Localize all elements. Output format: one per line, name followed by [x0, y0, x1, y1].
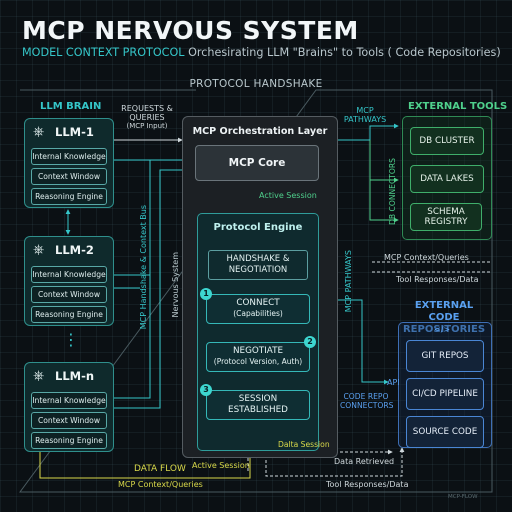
active-session-label: Active Session — [259, 191, 317, 200]
requests-label: REQUESTS & QUERIES (MCP Input) — [114, 104, 180, 130]
mcp-pathways-top-line-1: MCP — [356, 106, 374, 115]
cicd-pipeline-box[interactable]: CI/CD PIPELINE — [406, 378, 484, 410]
handshake-line-1: HANDSHAKE & — [226, 254, 290, 264]
requests-line-3: (MCP Input) — [126, 122, 168, 131]
protocol-handshake-label: PROTOCOL HANDSHAKE — [189, 78, 323, 90]
db-connectors-label: DB CONNECTORS — [388, 158, 397, 225]
handshake-line-2: NEGOTIATION — [228, 264, 288, 275]
step-session[interactable]: SESSION ESTABLISHED — [206, 390, 310, 420]
source-code-box[interactable]: SOURCE CODE — [406, 416, 484, 448]
data-flow-label: DATA FLOW — [134, 464, 186, 474]
mcp-pathways-top-label: MCP PATHWAYS — [340, 106, 390, 124]
openai-knot-icon: ⎈ — [33, 368, 45, 384]
data-retrieved-label: Data Retrieved — [334, 457, 395, 466]
external-code-heading-1: EXTERNAL CODE — [414, 300, 474, 323]
requests-line-1: REQUESTS & — [121, 104, 173, 113]
schema-registry-box[interactable]: SCHEMA REGISTRY — [410, 203, 482, 231]
handshake-negotiation-box: HANDSHAKE & NEGOTIATION — [208, 250, 308, 280]
step-negotiate-title: NEGOTIATE — [232, 346, 284, 356]
db-cluster-box[interactable]: DB CLUSTER — [410, 127, 484, 155]
llm-2-internal-knowledge: Internal Knowledge — [31, 266, 107, 283]
orchestration-layer: MCP Orchestration Layer MCP Core Active … — [182, 116, 338, 458]
protocol-engine: Protocol Engine HANDSHAKE & NEGOTIATION … — [197, 213, 319, 451]
step-1-badge: 1 — [200, 288, 212, 300]
tool-responses-bottom: Tool Responses/Data — [326, 480, 409, 489]
openai-knot-icon: ⎈ — [33, 124, 45, 140]
llm-1-panel[interactable]: ⎈ LLM-1 Internal Knowledge Context Windo… — [24, 118, 114, 208]
mcp-context-queries-right: MCP Context/Queries — [384, 253, 469, 262]
llm-2-context-window: Context Window — [31, 286, 107, 303]
llm-brain-heading: LLM BRAIN — [40, 101, 102, 112]
llm-n-reasoning-engine: Reasoning Engine — [31, 432, 107, 449]
ellipsis: ⋮ — [63, 330, 79, 349]
step-session-title: SESSION — [238, 394, 278, 404]
step-2-badge: 2 — [304, 336, 316, 348]
handshake-frame — [19, 89, 493, 493]
llm-2-panel[interactable]: ⎈ LLM-2 Internal Knowledge Context Windo… — [24, 236, 114, 326]
step-connect[interactable]: CONNECT (Capabilities) — [206, 294, 310, 324]
code-repo-connectors-line-1: CODE REPO — [343, 392, 389, 401]
step-negotiate-detail: (Protocol Version, Auth) — [213, 356, 303, 366]
mcp-context-queries-bottom: MCP Context/Queries — [118, 480, 203, 489]
code-brackets-icon: </> — [434, 325, 451, 334]
watermark: MCP-FLOW — [448, 494, 478, 500]
nervous-system-label: Nervous System — [171, 252, 180, 318]
mcp-core[interactable]: MCP Core — [195, 145, 319, 181]
openai-knot-icon: ⎈ — [33, 242, 45, 258]
subtitle-highlight: MODEL CONTEXT PROTOCOL — [22, 46, 185, 59]
external-code-heading-2: REPOSITORIES — [402, 324, 486, 335]
step-3-badge: 3 — [200, 384, 212, 396]
subtitle-rest: Orchesirating LLM "Brains" to Tools ( Co… — [188, 46, 501, 59]
llm-2-title: LLM-2 — [55, 243, 94, 257]
llm-1-internal-knowledge: Internal Knowledge — [31, 148, 107, 165]
page-title: MCP NERVOUS SYSTEM — [22, 16, 359, 45]
llm-1-reasoning-engine: Reasoning Engine — [31, 188, 107, 205]
external-code-heading: EXTERNAL CODE REPOSITORIES — [398, 300, 490, 336]
page-subtitle: MODEL CONTEXT PROTOCOL Orchesirating LLM… — [22, 46, 501, 59]
active-session-bottom-label: Active Session — [192, 461, 250, 470]
code-repo-connectors-label: CODE REPO CONNECTORS — [340, 392, 394, 410]
llm-n-internal-knowledge: Internal Knowledge — [31, 392, 107, 409]
tool-responses-right: Tool Responses/Data — [396, 275, 479, 284]
api-label: API — [387, 378, 400, 387]
llm-n-context-window: Context Window — [31, 412, 107, 429]
protocol-engine-title: Protocol Engine — [213, 222, 303, 233]
step-connect-detail: (Capabilities) — [233, 308, 283, 318]
step-connect-title: CONNECT — [236, 298, 280, 308]
llm-1-title: LLM-1 — [55, 125, 94, 139]
data-session-label: Dalta Session — [278, 440, 330, 449]
code-repo-connectors-line-2: CONNECTORS — [340, 400, 394, 410]
git-repos-box[interactable]: GIT REPOS — [406, 340, 484, 372]
orchestration-title: MCP Orchestration Layer — [192, 126, 328, 137]
step-negotiate[interactable]: NEGOTIATE (Protocol Version, Auth) — [206, 342, 310, 372]
mcp-pathways-vertical-label: MCP PATHWAYS — [344, 250, 353, 313]
data-lakes-box[interactable]: DATA LAKES — [410, 165, 484, 193]
llm-n-panel[interactable]: ⎈ LLM-n Internal Knowledge Context Windo… — [24, 362, 114, 452]
external-tools-heading: EXTERNAL TOOLS — [408, 101, 508, 112]
requests-line-2: QUERIES — [129, 113, 165, 123]
step-session-detail: ESTABLISHED — [228, 404, 288, 415]
context-bus-label: MCP Handshake & Context Bus — [139, 205, 148, 330]
llm-1-context-window: Context Window — [31, 168, 107, 185]
llm-n-title: LLM-n — [55, 369, 95, 383]
llm-2-reasoning-engine: Reasoning Engine — [31, 306, 107, 323]
mcp-pathways-top-line-2: PATHWAYS — [343, 115, 387, 125]
